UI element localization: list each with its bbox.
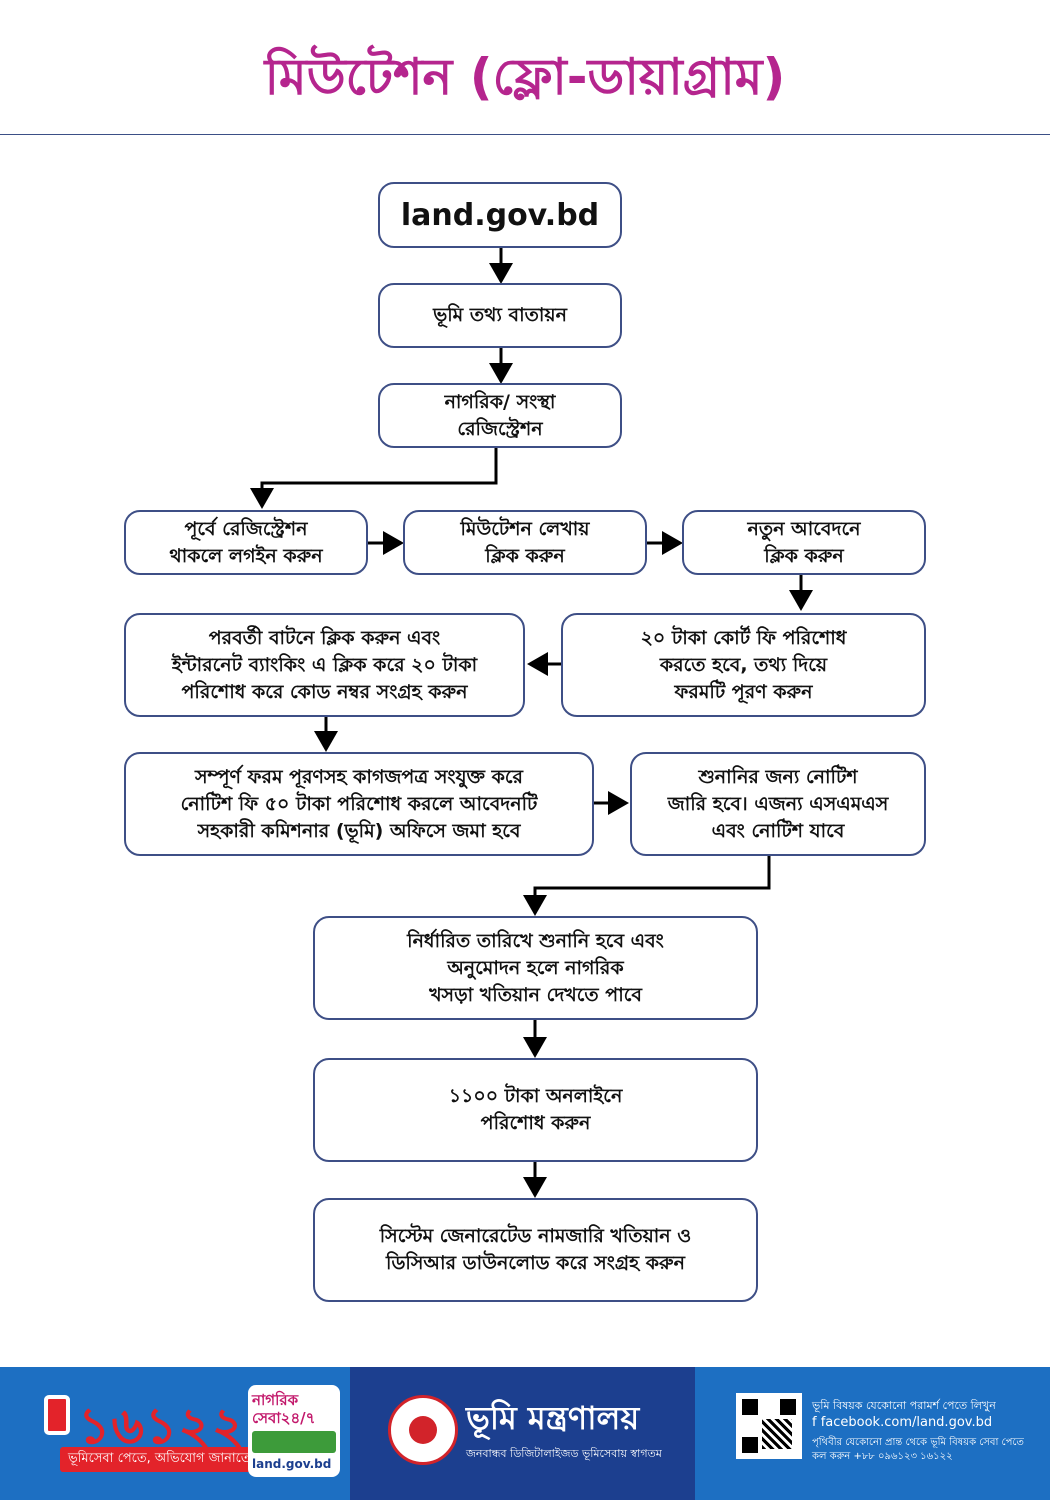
step-new-application: নতুন আবেদনে ক্লিক করুন: [682, 510, 926, 575]
step-text: ১১০০ টাকা অনলাইনে পরিশোধ করুন: [448, 1085, 623, 1134]
step-text: land.gov.bd: [400, 197, 600, 233]
step-hearing-notice: শুনানির জন্য নোটিশ জারি হবে। এজন্য এসএমএ…: [630, 752, 926, 856]
seba-url: land.gov.bd: [252, 1457, 332, 1471]
info-line-4: কল করুন +৮৮ ০৯৬১২৩ ১৬১২২: [812, 1451, 953, 1462]
info-line-3: পৃথিবীর যেকোনো প্রান্ত থেকে ভূমি বিষয়ক …: [812, 1437, 1024, 1448]
step-text: শুনানির জন্য নোটিশ জারি হবে। এজন্য এসএমএ…: [667, 765, 889, 842]
step-land-gov-bd: land.gov.bd: [378, 182, 622, 248]
seba-title: নাগরিক সেবা২৪/৭: [252, 1391, 316, 1427]
title-divider: [0, 134, 1050, 135]
page-title: মিউটেশন (ফ্লো-ডায়াগ্রাম): [264, 48, 786, 106]
step-pay-online: ১১০০ টাকা অনলাইনে পরিশোধ করুন: [313, 1058, 758, 1162]
flow-arrows: [250, 248, 813, 1198]
hotline-number: ১৬১২২: [78, 1397, 246, 1455]
step-text: পূর্বে রেজিস্ট্রেশন থাকলে লগইন করুন: [169, 517, 323, 567]
step-bhumi-tottho-batayon: ভূমি তথ্য বাতায়ন: [378, 283, 622, 348]
step-download-khatian: সিস্টেম জেনারেটেড নামজারি খতিয়ান ও ডিসি…: [313, 1198, 758, 1302]
info-line-1: ভূমি বিষয়ক যেকোনো পরামর্শ পেতে লিখুন: [812, 1399, 996, 1412]
step-internet-banking: পরবর্তী বাটনে ক্লিক করুন এবং ইন্টারনেট ব…: [124, 613, 525, 717]
step-text: নির্ধারিত তারিখে শুনানি হবে এবং অনুমোদন …: [407, 929, 664, 1006]
field-icon: [252, 1431, 336, 1453]
step-text: পরবর্তী বাটনে ক্লিক করুন এবং ইন্টারনেট ব…: [171, 626, 478, 703]
step-text: মিউটেশন লেখায় ক্লিক করুন: [460, 517, 590, 567]
step-text: নতুন আবেদনে ক্লিক করুন: [747, 517, 861, 567]
step-text: সম্পূর্ণ ফরম পূরণসহ কাগজপত্র সংযুক্ত করে…: [180, 765, 538, 842]
step-text: ভূমি তথ্য বাতায়ন: [433, 304, 567, 326]
step-text: নাগরিক/ সংস্থা রেজিস্ট্রেশন: [444, 390, 556, 440]
qr-code-icon: [736, 1393, 802, 1459]
facebook-link[interactable]: f facebook.com/land.gov.bd: [812, 1415, 993, 1430]
hotline-caption: ভূমিসেবা পেতে, অভিযোগ জানাতে: [60, 1447, 259, 1472]
ministry-name: ভূমি মন্ত্রণালয়: [466, 1399, 640, 1437]
step-registration: নাগরিক/ সংস্থা রেজিস্ট্রেশন: [378, 383, 622, 448]
step-login: পূর্বে রেজিস্ট্রেশন থাকলে লগইন করুন: [124, 510, 368, 575]
nagorik-seba-logo: নাগরিক সেবা২৪/৭ land.gov.bd: [248, 1385, 340, 1477]
step-mutation-click: মিউটেশন লেখায় ক্লিক করুন: [403, 510, 647, 575]
ministry-tagline: জনবান্ধব ডিজিটালাইজড ভূমিসেবায় স্বাগতম: [466, 1447, 662, 1460]
phone-icon: [44, 1395, 70, 1435]
step-text: সিস্টেম জেনারেটেড নামজারি খতিয়ান ও ডিসি…: [379, 1225, 692, 1274]
government-seal-icon: [388, 1395, 458, 1465]
step-text: ২০ টাকা কোর্ট ফি পরিশোধ করতে হবে, তথ্য দ…: [640, 626, 847, 703]
step-court-fee: ২০ টাকা কোর্ট ফি পরিশোধ করতে হবে, তথ্য দ…: [561, 613, 926, 717]
step-hearing-approval: নির্ধারিত তারিখে শুনানি হবে এবং অনুমোদন …: [313, 916, 758, 1020]
step-submit-form: সম্পূর্ণ ফরম পূরণসহ কাগজপত্র সংযুক্ত করে…: [124, 752, 594, 856]
arrow-10-11: [523, 856, 771, 916]
arrow-3-4: [250, 448, 498, 509]
footer-banner: ১৬১২২ ভূমিসেবা পেতে, অভিযোগ জানাতে নাগরি…: [0, 1367, 1050, 1500]
